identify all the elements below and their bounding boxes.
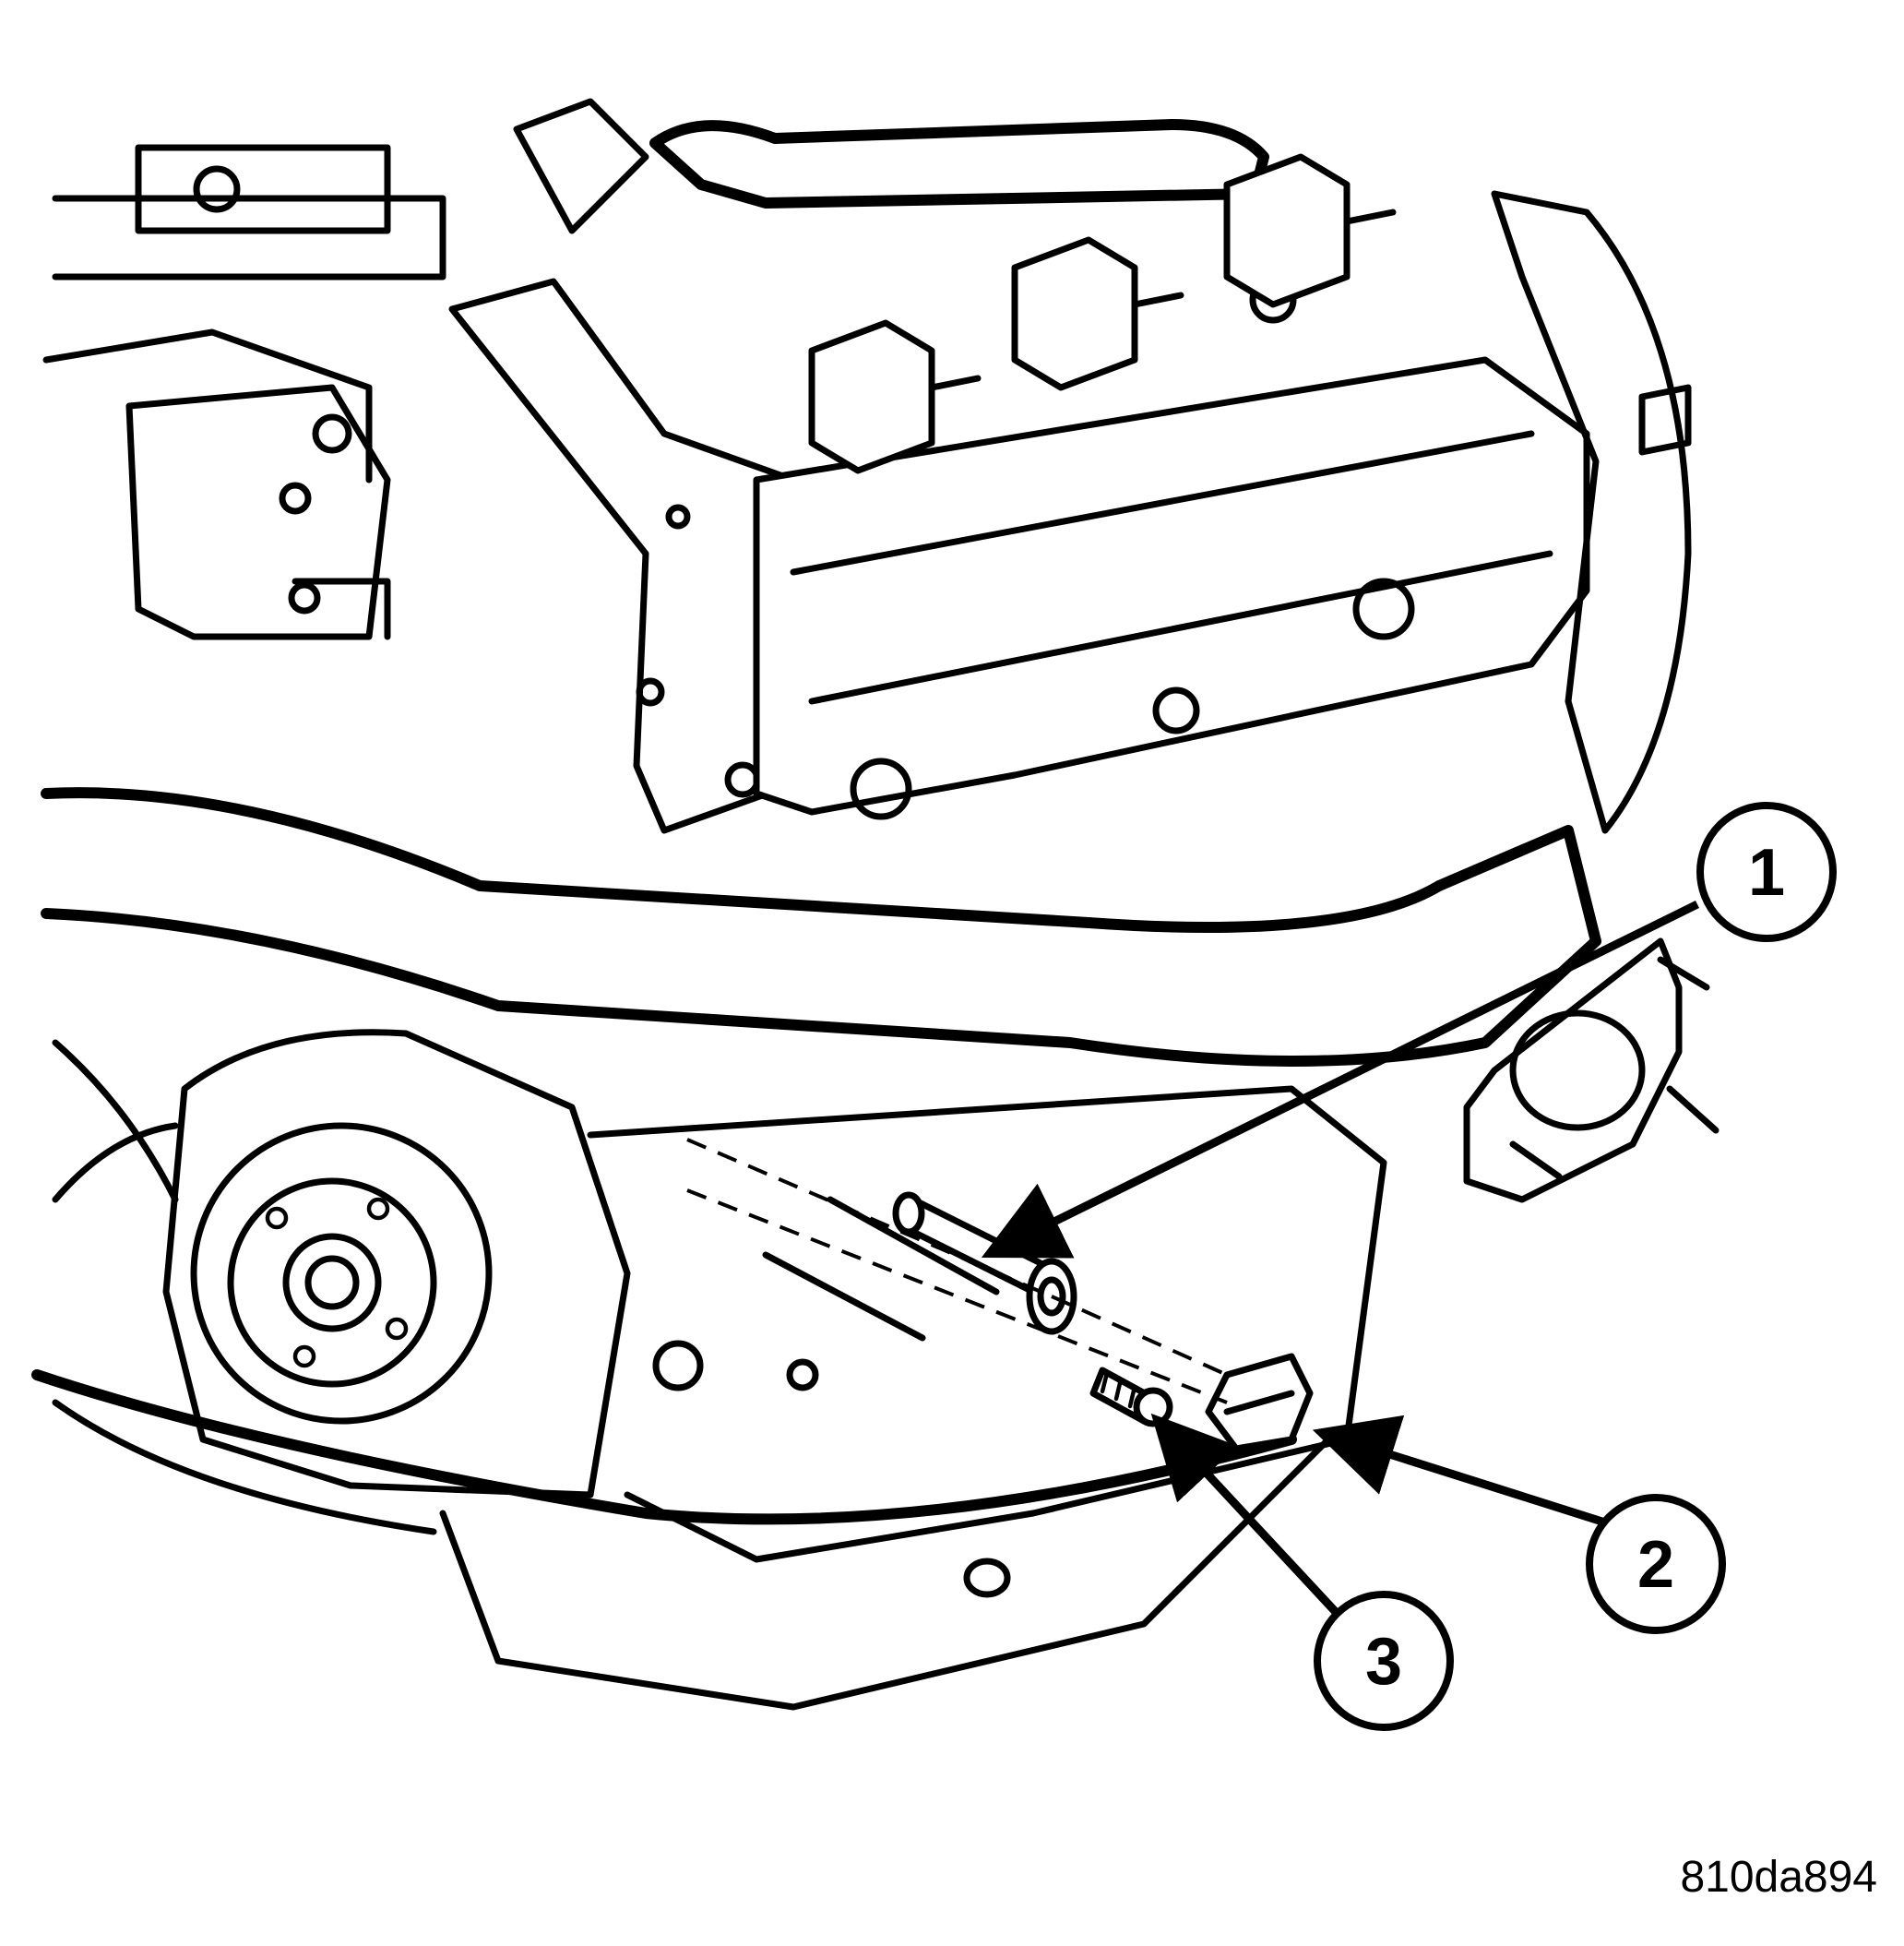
leader-arrow-3 (1150, 1413, 1351, 1628)
callout-2: 2 (1586, 1494, 1726, 1634)
callout-3: 3 (1314, 1591, 1454, 1731)
callout-1-label: 1 (1748, 836, 1785, 910)
leader-arrows (981, 900, 1699, 1628)
callout-2-label: 2 (1637, 1528, 1674, 1602)
alignment-lines (686, 1138, 1228, 1404)
callout-1: 1 (1696, 802, 1837, 942)
engine-line-art (31, 98, 1720, 1711)
exploded-parts (892, 1191, 1314, 1452)
figure-id: 810da894 (1680, 1853, 1877, 1902)
leader-arrow-1 (981, 900, 1699, 1259)
callout-3-label: 3 (1365, 1625, 1402, 1699)
leader-arrow-2 (1312, 1415, 1607, 1527)
